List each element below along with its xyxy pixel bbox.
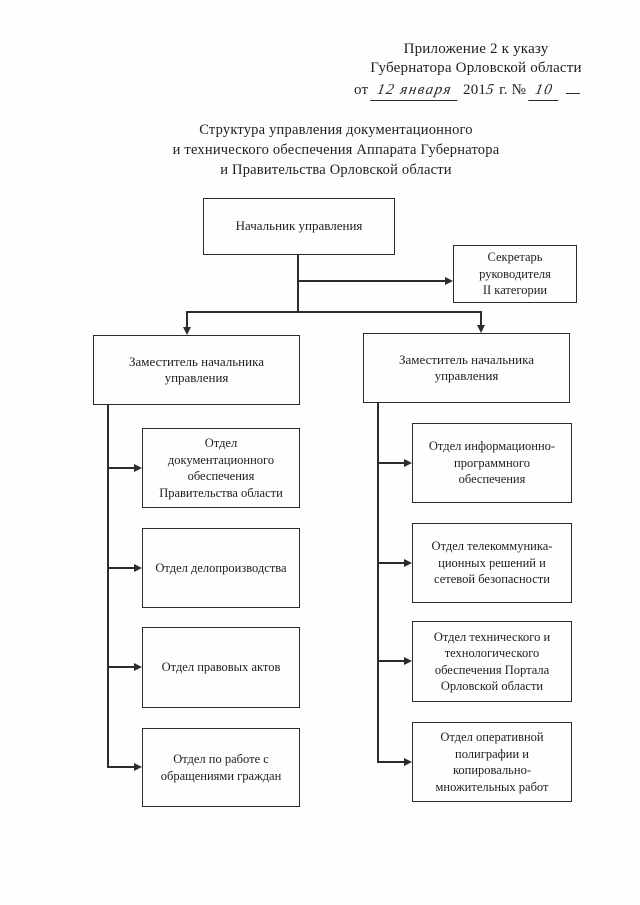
arrowhead-right-icon [134, 763, 142, 771]
connector-left-spine [107, 405, 109, 768]
org-box-dept-citizen-appeals: Отдел по работе с обращениями граждан [142, 728, 300, 807]
handwritten-date: 12 января [370, 81, 461, 101]
org-box-dept-printing-copying: Отдел оперативной полиграфии и копировал… [412, 722, 572, 802]
connector-branch-left-drop [186, 311, 188, 327]
org-box-head-of-directorate: Начальник управления [203, 198, 395, 255]
org-box-label: Секретарь руководителя II категории [479, 250, 551, 298]
org-box-secretary: Секретарь руководителя II категории [453, 245, 577, 303]
org-box-label: Отдел делопроизводства [155, 560, 287, 575]
arrowhead-down-icon [183, 327, 191, 335]
org-box-label: Отдел технического и технологического об… [433, 629, 551, 694]
connector-branch-right-drop [480, 311, 482, 325]
org-box-label: Отдел телекоммуника- ционных решений и с… [431, 539, 553, 587]
connector-to-dept-r1 [377, 462, 405, 464]
org-box-dept-records-management: Отдел делопроизводства [142, 528, 300, 608]
connector-to-dept-r4 [377, 761, 405, 763]
document-title: Структура управления документационного и… [80, 120, 592, 180]
arrowhead-right-icon [134, 464, 142, 472]
title-line-1: Структура управления документационного [199, 122, 473, 138]
arrowhead-right-icon [404, 459, 412, 467]
connector-to-dept-l2 [107, 567, 135, 569]
org-box-label: Начальник управления [235, 218, 363, 234]
org-box-label: Отдел оперативной полиграфии и копировал… [435, 730, 549, 794]
connector-to-dept-l3 [107, 666, 135, 668]
org-box-deputy-right: Заместитель начальника управления [363, 333, 570, 403]
connector-branch-bar [186, 311, 482, 313]
header-line-1: Приложение 2 к указу [403, 41, 549, 57]
connector-to-dept-l4 [107, 766, 135, 768]
year-printed: 201 [463, 82, 487, 98]
after-year: г. № [499, 82, 527, 98]
header-date-line: от 12 января 2015 г. № 10 [346, 80, 606, 101]
blank-underline [566, 80, 581, 94]
org-box-label: Заместитель начальника управления [129, 353, 264, 386]
org-box-dept-legal-acts: Отдел правовых актов [142, 627, 300, 708]
date-prefix: от [354, 82, 369, 98]
handwritten-number: 10 [528, 81, 562, 101]
arrowhead-right-icon [404, 657, 412, 665]
org-box-label: Отдел информационно- программного обеспе… [428, 439, 556, 487]
connector-right-spine [377, 403, 379, 763]
org-box-label: Отдел документационного обеспечения Прав… [159, 436, 283, 500]
org-box-dept-information-software: Отдел информационно- программного обеспе… [412, 423, 572, 503]
arrowhead-right-icon [445, 277, 453, 285]
connector-to-dept-r3 [377, 660, 405, 662]
connector-to-dept-r2 [377, 562, 405, 564]
org-box-label: Заместитель начальника управления [399, 351, 534, 384]
arrowhead-right-icon [404, 559, 412, 567]
arrowhead-right-icon [404, 758, 412, 766]
connector-to-dept-l1 [107, 467, 135, 469]
handwritten-year-digit: 5 [484, 82, 497, 98]
arrowhead-right-icon [134, 564, 142, 572]
org-box-deputy-left: Заместитель начальника управления [93, 335, 300, 405]
arrowhead-right-icon [134, 663, 142, 671]
org-box-dept-telecom-security: Отдел телекоммуника- ционных решений и с… [412, 523, 572, 603]
arrowhead-down-icon [477, 325, 485, 333]
connector-head-to-secretary [298, 280, 445, 282]
org-box-dept-portal-support: Отдел технического и технологического об… [412, 621, 572, 702]
header-line-2: Губернатора Орловской области [370, 60, 582, 76]
org-box-dept-documentation-support: Отдел документационного обеспечения Прав… [142, 428, 300, 508]
document-header: Приложение 2 к указу Губернатора Орловск… [346, 40, 606, 101]
org-box-label: Отдел по работе с обращениями граждан [160, 752, 282, 783]
title-line-2: и технического обеспечения Аппарата Губе… [172, 142, 500, 158]
title-line-3: и Правительства Орловской области [220, 162, 452, 178]
org-box-label: Отдел правовых актов [161, 660, 281, 675]
connector-head-stem [297, 255, 299, 313]
